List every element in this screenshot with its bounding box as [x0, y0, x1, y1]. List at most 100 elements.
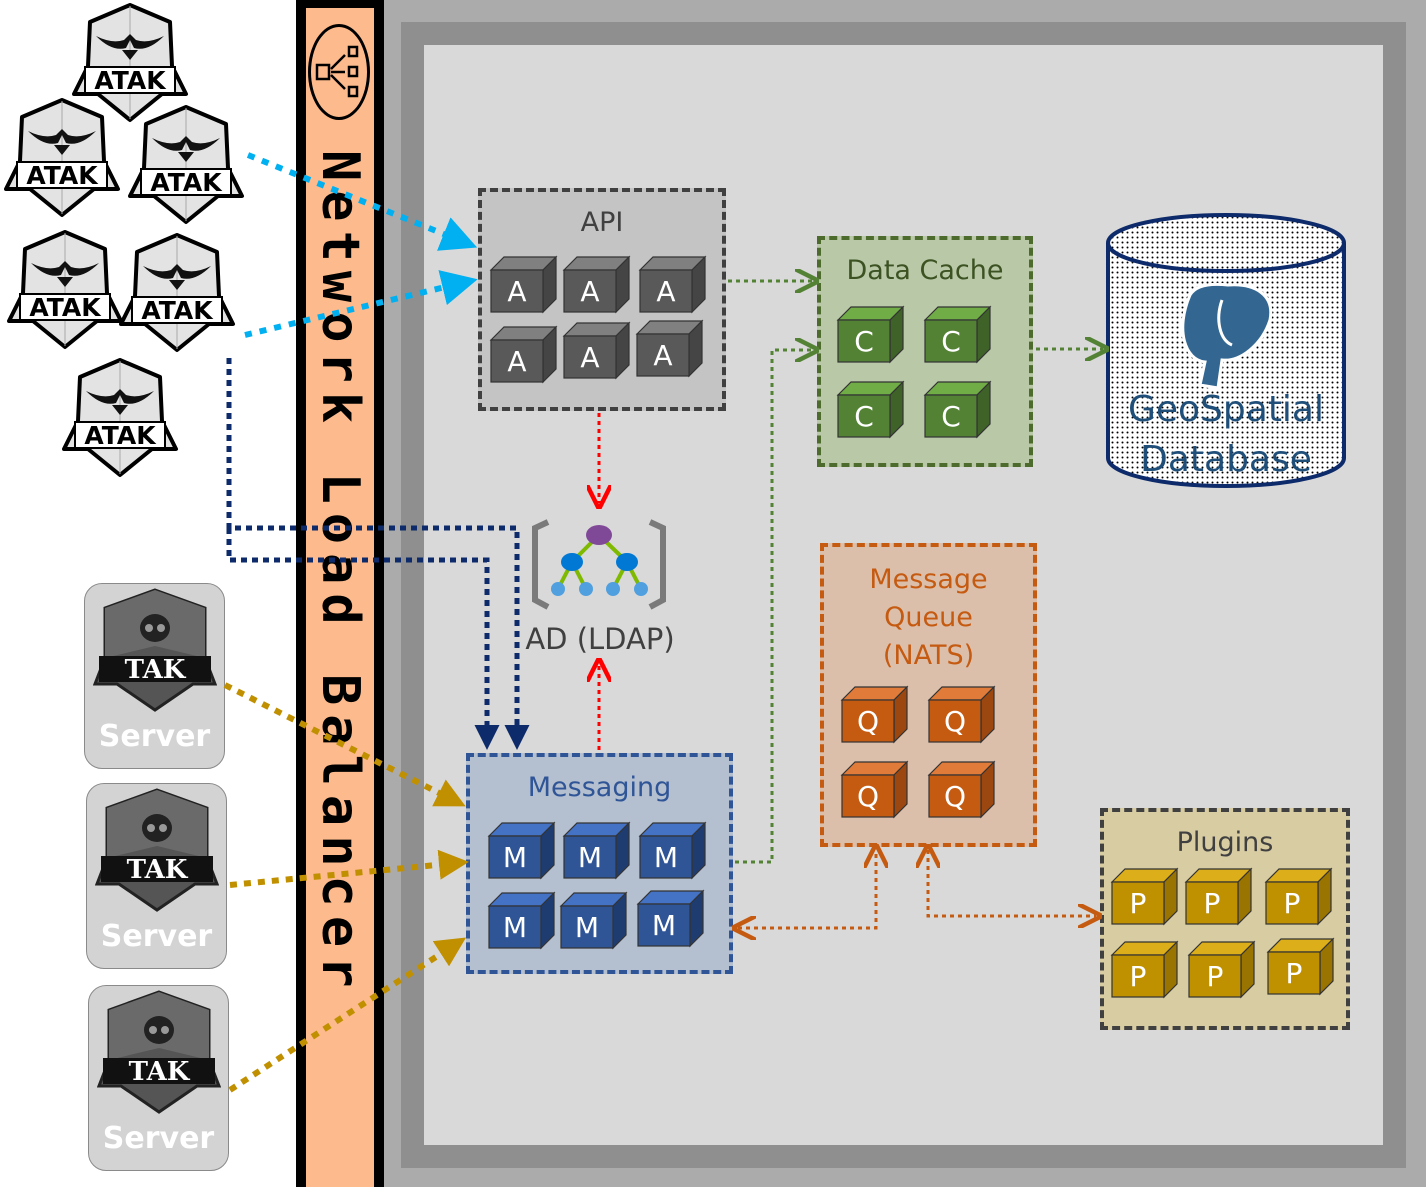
- svg-text:Q: Q: [944, 705, 966, 738]
- atak-label: ATAK: [84, 66, 176, 94]
- svg-text:P: P: [1284, 887, 1301, 920]
- svg-text:Q: Q: [857, 780, 879, 813]
- api-node: A: [638, 255, 707, 314]
- svg-text:C: C: [854, 400, 874, 433]
- server-to-messaging-link-3: [228, 937, 467, 1093]
- api-node: A: [562, 255, 631, 314]
- message-queue-title: Message Queue (NATS): [824, 561, 1033, 675]
- svg-text:M: M: [503, 911, 527, 944]
- svg-text:P: P: [1130, 960, 1147, 993]
- svg-text:A: A: [580, 341, 599, 374]
- tak-shield-icon: TAK: [93, 588, 217, 712]
- atak-label: ATAK: [131, 296, 223, 324]
- api-node: A: [635, 319, 704, 378]
- svg-text:M: M: [575, 911, 599, 944]
- svg-text:M: M: [654, 841, 678, 874]
- svg-text:A: A: [653, 339, 672, 372]
- data-cache-node: C: [836, 305, 905, 364]
- server-to-messaging-link-2: [229, 849, 469, 888]
- svg-text:C: C: [941, 325, 961, 358]
- svg-text:P: P: [1130, 887, 1147, 920]
- svg-text:C: C: [941, 400, 961, 433]
- message-queue-node: Q: [927, 760, 996, 819]
- data-cache-node: C: [923, 305, 992, 364]
- tak-server-1[interactable]: TAK Server: [84, 583, 225, 769]
- api-node: A: [489, 255, 558, 314]
- svg-text:P: P: [1204, 887, 1221, 920]
- plugins-node: P: [1187, 940, 1256, 999]
- plugins-node: P: [1266, 937, 1335, 996]
- data-cache-node: C: [836, 380, 905, 439]
- messaging-title: Messaging: [527, 772, 672, 803]
- atak-client[interactable]: ATAK: [5, 229, 125, 351]
- geospatial-database: [1106, 213, 1346, 488]
- atak-client[interactable]: ATAK: [126, 104, 246, 226]
- api-node: A: [562, 321, 631, 380]
- mq-title-line2: Queue: [884, 602, 973, 633]
- message-queue-node: Q: [840, 760, 909, 819]
- messaging-node: M: [638, 821, 707, 880]
- tak-server-2[interactable]: TAK Server: [86, 783, 227, 969]
- svg-text:A: A: [580, 275, 599, 308]
- svg-text:A: A: [656, 275, 675, 308]
- server-to-messaging-link-1: [223, 682, 466, 807]
- client-to-api-link-1: [246, 152, 478, 251]
- message-queue-node: Q: [840, 685, 909, 744]
- client-to-messaging-link-2: [226, 528, 500, 750]
- atak-client[interactable]: ATAK: [2, 97, 122, 219]
- tak-shield-icon: TAK: [97, 990, 221, 1114]
- svg-text:C: C: [854, 325, 874, 358]
- tak-badge-label: TAK: [127, 855, 189, 885]
- tak-server-label: Server: [100, 919, 213, 954]
- svg-text:A: A: [507, 345, 526, 378]
- messaging-to-cache-link: [735, 350, 813, 864]
- atak-label: ATAK: [74, 421, 166, 449]
- atak-label: ATAK: [140, 168, 232, 196]
- tak-badge-label: TAK: [129, 1057, 191, 1087]
- mq-title-line1: Message: [869, 564, 988, 595]
- tak-server-3[interactable]: TAK Server: [88, 985, 229, 1171]
- message-queue-node: Q: [927, 685, 996, 744]
- atak-client[interactable]: ATAK: [70, 2, 190, 124]
- load-balancer-icon: [308, 24, 370, 120]
- ad-ldap-label: AD (LDAP): [525, 622, 675, 656]
- ad-ldap-icon: [532, 519, 666, 610]
- mq-title-line3: (NATS): [882, 640, 975, 671]
- queue-to-plugins-link: [928, 850, 1096, 916]
- client-to-messaging-link-1: [226, 358, 530, 750]
- client-to-api-link-2: [244, 270, 478, 338]
- messaging-node: M: [487, 891, 556, 950]
- plugins-node: P: [1110, 867, 1179, 926]
- database-label: GeoSpatial Database: [1106, 385, 1346, 485]
- atak-client[interactable]: ATAK: [117, 232, 237, 354]
- plugins-title: Plugins: [1176, 827, 1274, 858]
- atak-client[interactable]: ATAK: [60, 357, 180, 479]
- plugins-node: P: [1110, 940, 1179, 999]
- load-balancer-label: Network Load Balancer: [310, 150, 370, 997]
- tak-server-label: Server: [98, 719, 211, 754]
- api-node: A: [489, 325, 558, 384]
- svg-text:P: P: [1286, 957, 1303, 990]
- messaging-node: M: [636, 889, 705, 948]
- tak-shield-icon: TAK: [95, 788, 219, 912]
- svg-text:M: M: [652, 909, 676, 942]
- database-label-line1: GeoSpatial: [1127, 389, 1324, 430]
- plugins-node: P: [1264, 867, 1333, 926]
- svg-text:M: M: [578, 841, 602, 874]
- messaging-node: M: [487, 821, 556, 880]
- svg-text:Q: Q: [857, 705, 879, 738]
- svg-text:P: P: [1207, 960, 1224, 993]
- messaging-node: M: [562, 821, 631, 880]
- tak-badge-label: TAK: [125, 655, 187, 685]
- atak-label: ATAK: [19, 293, 111, 321]
- api-title: API: [580, 207, 624, 238]
- database-label-line2: Database: [1140, 439, 1312, 480]
- tak-server-label: Server: [102, 1121, 215, 1156]
- data-cache-node: C: [923, 380, 992, 439]
- svg-text:Q: Q: [944, 780, 966, 813]
- postgresql-elephant-icon: [1181, 282, 1273, 390]
- plugins-node: P: [1184, 867, 1253, 926]
- data-cache-title: Data Cache: [846, 255, 1004, 286]
